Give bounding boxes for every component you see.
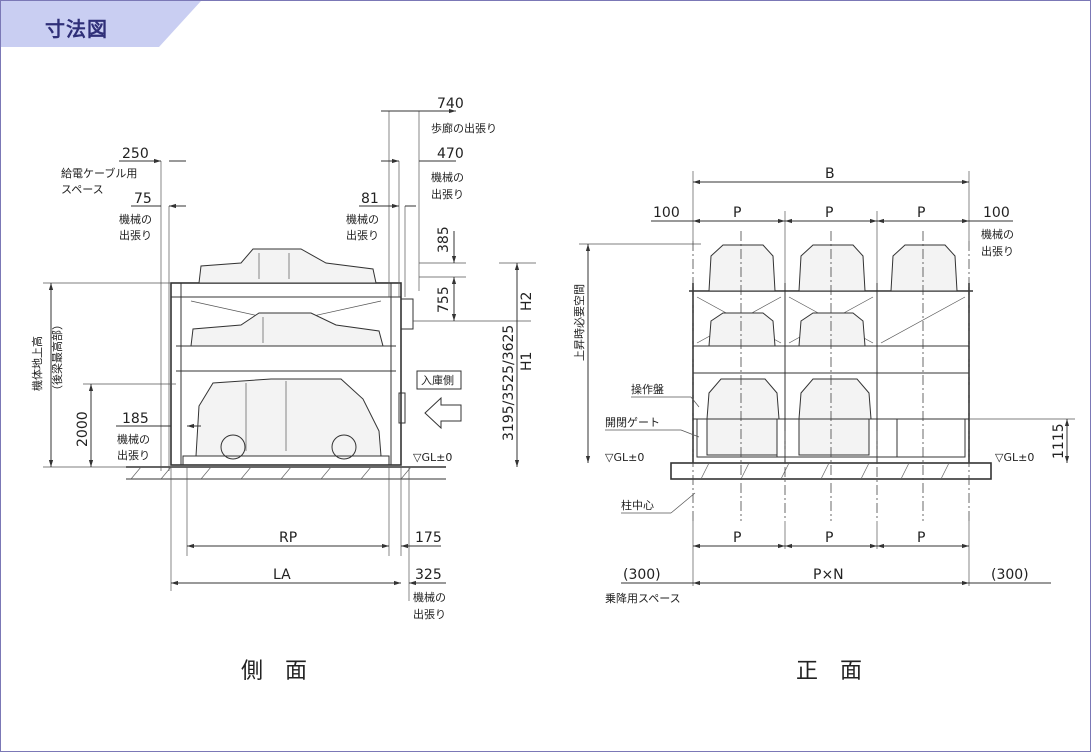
dim-100-right: 100 [983,205,1010,221]
height-label-2: （後梁最高部） [50,319,64,396]
dim-h-values: 3195/3525/3625 [501,325,517,441]
height-label-1: 機体地上高 [30,336,44,391]
front-view-title: 正 面 [796,659,862,684]
dim-pxn: P×N [813,567,844,583]
front-machine-label-1: 機械の [981,227,1014,241]
dim-300-right: (300) [991,567,1029,583]
dim-385: 385 [436,226,452,253]
cable-label-2: スペース [61,183,104,196]
lift-space-label: 上昇時必要空間 [572,284,586,361]
side-view-title: 側 面 [241,659,307,684]
dim-175: 175 [415,530,442,546]
dim-1115: 1115 [1051,423,1067,459]
dim-b: B [825,166,835,182]
front-gl-right: ▽GL±0 [995,451,1034,464]
header-title: 寸法図 [45,17,108,41]
dim-250: 250 [122,146,149,162]
machine-75-label-2: 出張り [119,228,152,242]
dim-81: 81 [361,191,379,207]
dim-740: 740 [437,96,464,112]
dim-h1: H1 [519,352,535,371]
entry-side-label: 入庫側 [421,373,454,387]
boarding-space-label: 乗降用スペース [605,591,681,605]
machine-325-label-2: 出張り [413,607,446,621]
dim-185: 185 [122,411,149,427]
machine-185-label-1: 機械の [117,432,150,446]
dim-la: LA [273,567,291,583]
dim-rp: RP [279,530,297,546]
dim-75: 75 [134,191,152,207]
machine-185-label-2: 出張り [117,448,150,462]
dim-325: 325 [415,567,442,583]
gate-label: 開閉ゲート [605,416,660,429]
machine-470-label-2: 出張り [431,187,464,201]
machine-325-label-1: 機械の [413,590,446,604]
front-gl-left: ▽GL±0 [605,451,644,464]
dim-470: 470 [437,146,464,162]
dim-p-bottom-3: P [917,530,925,546]
dim-2000: 2000 [75,411,91,447]
dim-100-left: 100 [653,205,680,221]
machine-81-label-1: 機械の [346,212,379,226]
front-machine-label-2: 出張り [981,244,1014,258]
dim-p-top-1: P [733,205,741,221]
machine-75-label-1: 機械の [119,212,152,226]
dim-p-top-2: P [825,205,833,221]
cable-label-1: 給電ケーブル用 [61,166,137,180]
side-view: 入庫側 740 歩廊の出張り 470 機械の 出張り [30,96,536,684]
machine-470-label-1: 機械の [431,170,464,184]
column-center-label: 柱中心 [621,498,654,512]
walkway-label: 歩廊の出張り [431,121,497,135]
header-tab [1,1,201,47]
dim-p-bottom-1: P [733,530,741,546]
panel-label: 操作盤 [631,382,664,396]
dim-300-left: (300) [623,567,661,583]
dim-p-top-3: P [917,205,925,221]
front-view: B P P P 100 100 機械の 出張り 上昇時必要空間 操作盤 開閉ゲー… [572,166,1075,684]
dim-p-bottom-2: P [825,530,833,546]
side-gl-label: ▽GL±0 [413,451,452,464]
machine-81-label-2: 出張り [346,228,379,242]
dim-h2: H2 [519,292,535,311]
dim-755: 755 [436,286,452,313]
